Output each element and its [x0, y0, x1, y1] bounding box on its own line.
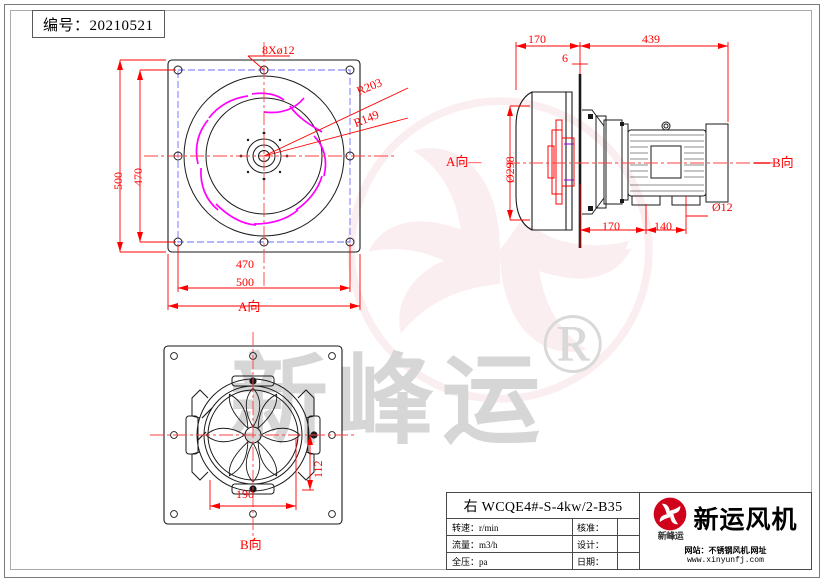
fan-logo-icon: [654, 497, 687, 531]
field-label-approved: 核准：: [573, 519, 618, 535]
title-block-spec-section: 右 WCQE4#-S-4kw/2-B35 转速：r/min 核准： 流量：m3/…: [447, 493, 640, 569]
dim-front-inner-width: 470: [236, 257, 254, 271]
website-label: 网站：不锈钢风机.网址: [684, 546, 767, 555]
side-view-label: B向: [772, 155, 794, 170]
title-block-row: 全压：pa 日期：: [447, 553, 639, 569]
section-arrow-a-label: A向—: [446, 154, 482, 169]
section-arrow-a-text: A向: [446, 154, 469, 169]
title-block-row: 流量：m3/h 设计：: [447, 536, 639, 553]
model-designation: 右 WCQE4#-S-4kw/2-B35: [447, 493, 639, 519]
company-branding: 新峰运 新运风机 网站：不锈钢风机.网址 www.xinyunfj.com: [640, 493, 811, 569]
title-block: 右 WCQE4#-S-4kw/2-B35 转速：r/min 核准： 流量：m3/…: [446, 492, 812, 570]
dim-front-hole-callout: 8Xø12: [262, 43, 295, 57]
field-value-approved[interactable]: [618, 519, 639, 535]
front-view-label: A向: [238, 299, 261, 314]
sheet-border-outer: [4, 4, 820, 578]
dim-bottom-foot-width: 190: [236, 487, 254, 501]
param-label-flow: 流量：m3/h: [447, 536, 573, 552]
dim-front-inner-height: 470: [131, 168, 145, 186]
dim-side-base-front: 170: [602, 219, 620, 233]
dim-side-inlet-diameter: Ø298: [503, 156, 517, 183]
brand-mark: 新峰运: [653, 497, 687, 542]
bottom-view: [150, 332, 390, 550]
side-view: [496, 34, 796, 264]
website-info: 网站：不锈钢风机.网址 www.xinyunfj.com: [685, 545, 767, 565]
drawing-number-box: 编号：20210521: [32, 10, 165, 38]
dim-side-bolt-diameter: Ø12: [712, 200, 733, 214]
dim-side-total-length: 439: [642, 32, 660, 46]
field-label-designer: 设计：: [573, 536, 618, 552]
dim-side-inlet-length: 170: [528, 32, 546, 46]
sheet-border-inner: [10, 10, 812, 570]
drawing-number-label: 编号：20210521: [43, 17, 154, 34]
param-label-pressure: 全压：pa: [447, 553, 573, 569]
front-view: [108, 42, 409, 313]
brand-row: 新峰运 新运风机: [653, 497, 797, 542]
website-url[interactable]: www.xinyunfj.com: [687, 556, 764, 565]
dim-side-plate-thickness: 6: [562, 51, 568, 65]
dim-front-outer-width: 500: [236, 275, 254, 289]
dim-front-outer-height: 500: [111, 172, 125, 190]
company-name: 新运风机: [693, 505, 798, 534]
dim-bottom-foot-height: 112: [311, 460, 325, 478]
title-block-row: 转速：r/min 核准：: [447, 519, 639, 536]
param-label-speed: 转速：r/min: [447, 519, 573, 535]
field-label-date: 日期：: [573, 553, 618, 569]
field-value-designer[interactable]: [618, 536, 639, 552]
field-value-date[interactable]: [618, 553, 639, 569]
bottom-view-label: B向: [240, 537, 262, 552]
dim-side-base-span: 140: [654, 219, 672, 233]
brand-mark-subtext: 新峰运: [657, 531, 684, 541]
